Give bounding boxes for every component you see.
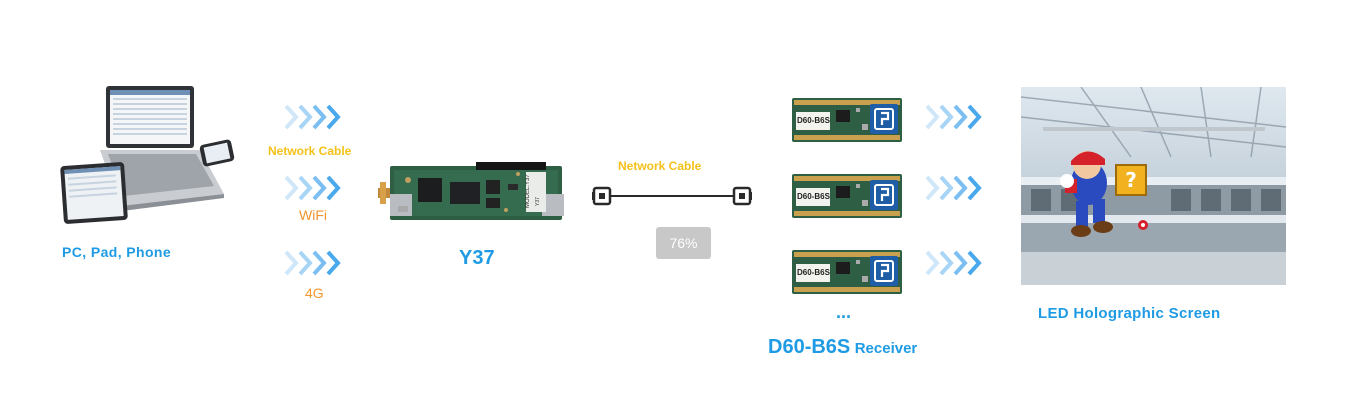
- receiver-model: D60-B6S: [768, 336, 851, 358]
- receiver-card: D60-B6S: [792, 98, 902, 142]
- chevron-arrows-icon: [284, 174, 346, 202]
- controller-board: MODEL:Y37 Y37: [378, 160, 568, 226]
- board-model-text: MODEL:Y37: [525, 174, 531, 208]
- network-cable-label-2: Network Cable: [618, 159, 702, 173]
- receiver-card: D60-B6S: [792, 174, 902, 218]
- wifi-label: WiFi: [299, 207, 327, 223]
- phone-icon: [199, 139, 235, 167]
- receiver-card-label: D60-B6S: [797, 192, 830, 201]
- chevron-arrows-icon: [284, 103, 346, 131]
- receiver-ellipsis: ...: [836, 302, 852, 322]
- screen-label: LED Holographic Screen: [1038, 305, 1221, 322]
- laptop-icon: [100, 86, 224, 211]
- devices-label: PC, Pad, Phone: [62, 244, 172, 260]
- chevron-arrows-icon: [925, 174, 987, 202]
- network-cable-label-1: Network Cable: [268, 144, 352, 158]
- 4g-label: 4G: [305, 285, 324, 301]
- controller-name: Y37: [459, 247, 495, 269]
- receiver-card-label: D60-B6S: [797, 268, 830, 277]
- svg-text:?: ?: [1125, 168, 1137, 192]
- receiver-card-label: D60-B6S: [797, 116, 830, 125]
- board-model-subtext: Y37: [535, 197, 541, 206]
- devices-illustration: [58, 84, 238, 228]
- receiver-card: D60-B6S: [792, 250, 902, 294]
- receiver-word: Receiver: [854, 340, 918, 357]
- receiver-caption: D60-B6S Receiver: [768, 336, 917, 359]
- progress-badge: 76%: [656, 227, 711, 259]
- chevron-arrows-icon: [925, 249, 987, 277]
- chevron-arrows-icon: [925, 103, 987, 131]
- tablet-icon: [60, 162, 128, 224]
- chevron-arrows-icon: [284, 249, 346, 277]
- holographic-screen-photo: ?: [1021, 87, 1286, 285]
- network-cable-icon: [592, 182, 752, 210]
